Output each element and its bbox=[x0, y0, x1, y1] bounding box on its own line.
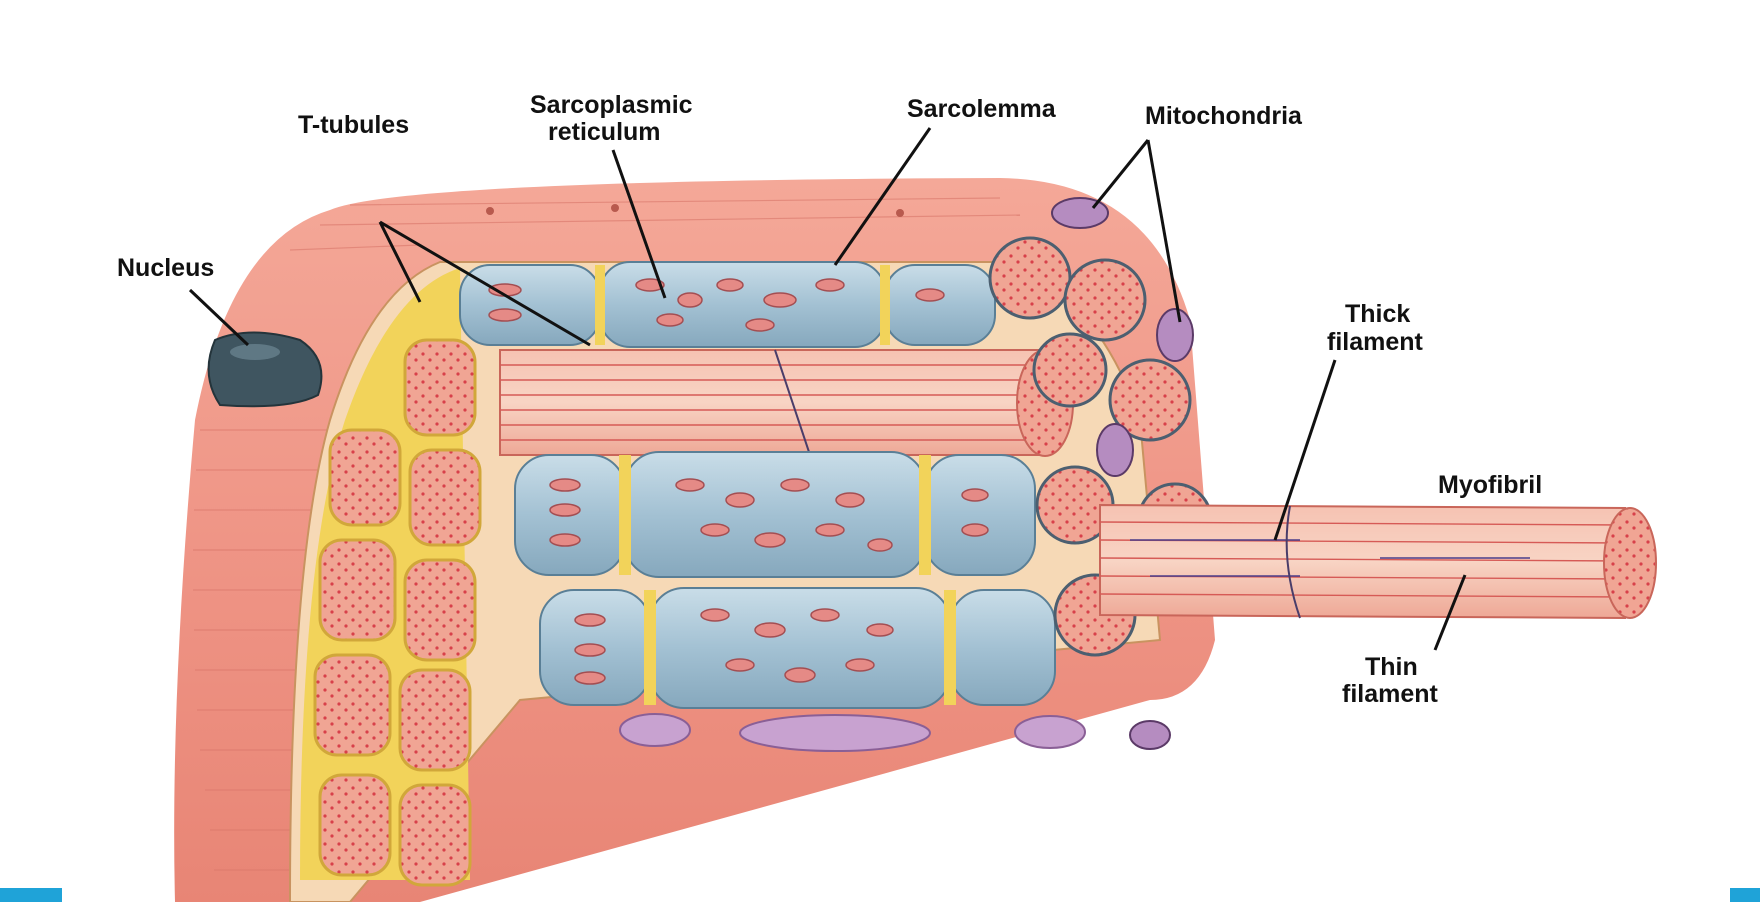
label-thin-line2: filament bbox=[1342, 680, 1439, 708]
label-thin-line1: Thin bbox=[1365, 653, 1418, 681]
label-sarcolemma: Sarcolemma bbox=[907, 95, 1057, 123]
label-nucleus: Nucleus bbox=[117, 254, 214, 282]
sarcoplasmic-reticulum-row-1 bbox=[459, 261, 996, 348]
label-sarcoplasmic-line2: reticulum bbox=[548, 118, 661, 146]
sarcoplasmic-reticulum-row-2 bbox=[514, 451, 1036, 578]
myofibril-extended bbox=[1099, 503, 1657, 620]
t-tubule-network bbox=[300, 268, 482, 887]
corner-accent-right bbox=[1730, 888, 1760, 902]
leader-lines bbox=[188, 127, 1467, 651]
mitochondria-bottom bbox=[619, 713, 1086, 752]
label-mitochondria: Mitochondria bbox=[1145, 102, 1303, 130]
corner-accent-left bbox=[0, 888, 62, 902]
label-myofibril: Myofibril bbox=[1438, 471, 1542, 499]
label-t-tubules: T-tubules bbox=[298, 111, 409, 139]
sarcoplasmic-reticulum-row-3 bbox=[539, 587, 1056, 709]
nucleus bbox=[207, 331, 323, 408]
label-thick-line1: Thick bbox=[1345, 300, 1410, 328]
myofibril-exposed bbox=[499, 349, 1074, 457]
label-thick-line2: filament bbox=[1327, 328, 1424, 356]
label-sarcoplasmic-line1: Sarcoplasmic bbox=[530, 91, 693, 119]
